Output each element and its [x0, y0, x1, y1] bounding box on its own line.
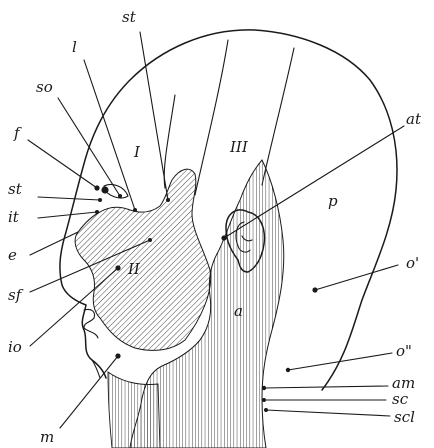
- region-III-label: III: [229, 138, 249, 156]
- leader-st: [38, 197, 100, 200]
- label-st: st: [8, 180, 23, 198]
- label-it: it: [8, 208, 20, 226]
- label-l: l: [72, 38, 77, 56]
- label-so: so: [36, 78, 53, 96]
- leader-o2: [288, 353, 392, 370]
- leader-scl: [266, 410, 390, 416]
- region-p-label: p: [328, 192, 338, 210]
- region-II-label: II: [127, 260, 141, 278]
- label-io: io: [8, 338, 22, 356]
- leader-e: [30, 232, 78, 255]
- leader-it: [38, 212, 97, 218]
- region-a-label: a: [234, 302, 243, 320]
- eye-dot: [101, 186, 108, 193]
- label-at: at: [406, 110, 422, 128]
- label-m: m: [40, 428, 54, 446]
- label-sf: sf: [8, 286, 24, 304]
- boundary-line-1: [195, 40, 228, 195]
- leader-am: [264, 386, 388, 388]
- label-st-top: st: [122, 8, 137, 26]
- label-f: f: [13, 124, 22, 142]
- boundary-line-3: [164, 95, 175, 188]
- boundary-line-2: [262, 48, 294, 185]
- label-scl: scl: [394, 408, 415, 426]
- label-o2: o": [396, 342, 412, 360]
- leader-so: [58, 98, 120, 196]
- leader-o1: [315, 265, 398, 290]
- leader-f: [28, 140, 97, 188]
- label-o1: o': [406, 254, 419, 272]
- leader-st-top: [140, 32, 168, 200]
- region-II-shading: [75, 169, 211, 350]
- region-I-label: I: [133, 143, 141, 161]
- label-sc: sc: [392, 390, 409, 408]
- label-e: e: [8, 246, 17, 264]
